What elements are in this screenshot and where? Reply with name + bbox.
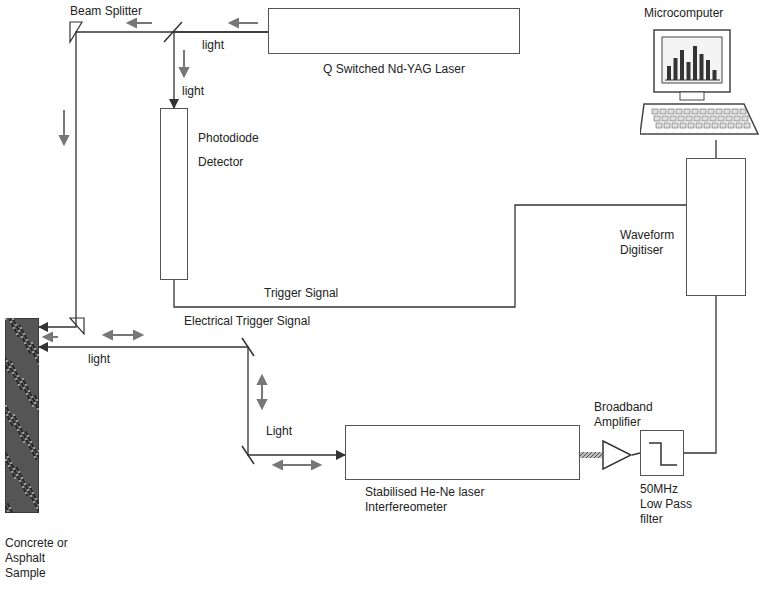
signal-wire [580, 452, 602, 458]
digitiser-box: Waveform Digitiser [686, 158, 746, 296]
sample-shape [5, 318, 39, 513]
edge-label: Light [264, 424, 294, 438]
node-label: Photodiode Detector [198, 126, 276, 174]
node-label: Q Switched Nd-YAG Laser [268, 62, 520, 77]
interferometer-box: Stabilised He-Ne laser Interfereometer [345, 425, 580, 480]
amp-shape [602, 440, 632, 470]
annotation-label: light [86, 352, 112, 366]
node-label: 50MHz Low Pass filter [640, 482, 700, 527]
annotation-label: Beam Splitter [68, 4, 144, 18]
edge-label: light [200, 38, 226, 52]
signal-wire [715, 140, 716, 158]
filter-shape [641, 431, 683, 475]
signal-wire [632, 453, 640, 455]
edge-label: Trigger Signal [262, 286, 340, 300]
filter-box: 50MHz Low Pass filter [640, 430, 684, 476]
computer-icon: Microcomputer [640, 28, 762, 140]
light-beam [39, 32, 268, 327]
node-label: Stabilised He-Ne laser Interfereometer [365, 485, 525, 515]
laser-box: Q Switched Nd-YAG Laser [268, 8, 520, 54]
mirror [70, 318, 84, 334]
light-beam [39, 347, 345, 455]
amplifier-triangle: Broadband Amplifier [602, 440, 632, 470]
signal-wire [684, 296, 716, 453]
node-label: Microcomputer [644, 6, 764, 21]
annotation-label: Electrical Trigger Signal [182, 314, 312, 328]
node-label: Broadband Amplifier [594, 400, 668, 430]
computer-shape [640, 28, 762, 140]
sample-block: Concrete or Asphalt Sample [5, 318, 39, 513]
beam-direction-arrows [44, 19, 320, 469]
signal-wire [174, 205, 686, 307]
node-label: Concrete or Asphalt Sample [5, 536, 69, 581]
light-beam [174, 32, 268, 108]
photodiode-box: Photodiode Detector [160, 108, 188, 280]
node-label: Waveform Digitiser [620, 228, 684, 258]
edge-label: light [180, 84, 206, 98]
